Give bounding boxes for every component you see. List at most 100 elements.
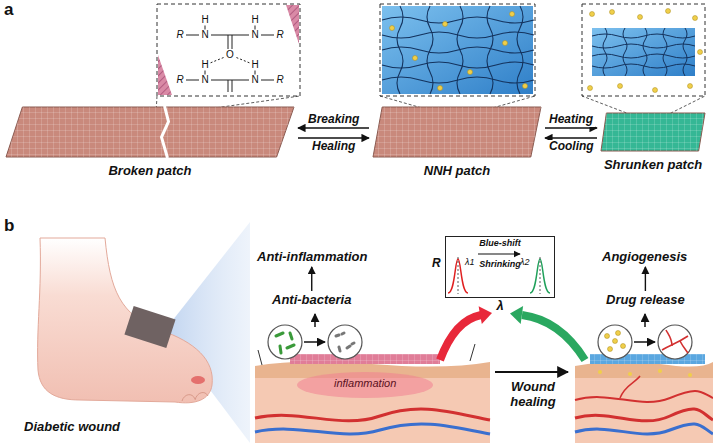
skin-inflamed — [297, 372, 433, 398]
inset-shrunken — [582, 4, 705, 96]
label-holder: N — [201, 74, 208, 86]
inset-broken — [211, 35, 230, 36]
label-holder: Diabetic wound — [24, 420, 120, 435]
magnifier-vessels — [634, 341, 655, 343]
connector-arrow — [645, 267, 646, 291]
patch-node: Shrunken patch — [600, 112, 706, 173]
crack-line — [162, 106, 169, 158]
edge-label: Healing — [310, 140, 357, 154]
inset-network — [438, 86, 443, 91]
edge-label-holder: Cooling — [547, 140, 596, 154]
inset-shrunken — [592, 28, 695, 76]
magnifier-vessels — [613, 339, 618, 344]
foot — [38, 238, 213, 403]
patch-caption: Shrunken patch — [600, 158, 706, 173]
inset-shrunken — [588, 86, 593, 91]
magnifier-bacteria — [328, 325, 362, 359]
magnifier-vessels — [662, 330, 688, 353]
connector-arrow — [298, 137, 369, 138]
label-holder: b — [4, 216, 14, 236]
text-holder: λ2 — [520, 257, 529, 267]
shift-arrow — [478, 253, 520, 254]
patch-grid — [601, 113, 705, 151]
panel-letter: a — [4, 0, 13, 20]
label-holder: inflammation — [334, 377, 396, 390]
skin-inflamed — [255, 409, 490, 421]
light-beam — [165, 222, 250, 443]
inset-network — [382, 17, 534, 23]
magnifier-bacteria — [268, 325, 302, 359]
inset-broken — [255, 71, 256, 75]
inset-shrunken — [610, 10, 615, 15]
edge-label-holder: Healing — [310, 140, 357, 154]
magnifier-bacteria — [304, 341, 325, 343]
skin-healing — [598, 370, 602, 374]
skin-healing — [688, 373, 692, 377]
inset-shrunken — [653, 88, 658, 93]
label-holder: N — [201, 29, 208, 41]
inset-network — [510, 12, 515, 17]
axis-label: λ — [446, 299, 554, 314]
connector-arrow — [545, 127, 597, 128]
inset-shrunken — [588, 9, 703, 93]
skin-inflamed — [470, 344, 475, 361]
inset-broken — [228, 35, 229, 49]
patch-grid — [6, 107, 294, 157]
patch-node: NNH patch — [372, 106, 542, 179]
magnifier-bacteria — [339, 347, 340, 351]
label-holder: a — [4, 0, 13, 20]
foot — [124, 306, 175, 348]
inset-shrunken — [698, 50, 703, 55]
magnifier-vessels — [605, 331, 626, 352]
inset-broken — [211, 57, 225, 63]
inset-shrunken — [638, 15, 643, 20]
effect-label-node: Drug release — [604, 293, 687, 308]
skin-healing — [575, 424, 713, 434]
skin-healing — [628, 372, 632, 376]
label-holder: N — [251, 74, 258, 86]
label-holder: R — [176, 74, 183, 86]
patch-shape — [600, 112, 706, 152]
magnifier-vessels — [644, 314, 646, 327]
label-holder: O — [226, 49, 234, 61]
magnifier-bacteria — [290, 333, 292, 339]
inset-network — [382, 6, 533, 94]
inset-shrunken — [592, 28, 695, 76]
inset-network — [382, 62, 534, 68]
connector-arrow — [311, 267, 312, 291]
magnifier-vessels — [616, 331, 621, 336]
inset-network — [413, 56, 418, 61]
effect-text: Drug release — [606, 293, 685, 308]
skin-healing — [575, 391, 713, 402]
effect-text: Angiogenesis — [602, 250, 687, 265]
magnifier-vessels — [608, 347, 613, 352]
skin-inflamed — [255, 378, 490, 443]
inset-broken — [186, 26, 274, 93]
inset-broken — [286, 5, 299, 44]
skin-inflamed — [255, 424, 490, 434]
label-holder: R — [276, 29, 283, 41]
edge-label: Heating — [547, 113, 595, 127]
skin-inflamed — [255, 344, 490, 443]
inset-network — [380, 4, 535, 96]
inset-shrunken — [683, 28, 687, 76]
signal-arrows — [510, 306, 523, 324]
axis-label: R — [432, 257, 441, 271]
inset-shrunken — [688, 84, 693, 89]
wavelength-label: λ2 — [520, 257, 529, 267]
inset-broken — [186, 80, 199, 81]
inset-broken — [205, 71, 206, 75]
inset-shrunken — [643, 28, 647, 76]
inset-network — [390, 26, 395, 31]
skin-healing — [575, 409, 713, 421]
inset-shrunken — [618, 84, 623, 89]
skin-healing — [620, 376, 640, 398]
text-holder: λ1 — [465, 257, 474, 267]
magnifier-bacteria — [287, 345, 294, 348]
inset-network — [397, 6, 403, 94]
magnifier-bacteria — [336, 333, 354, 351]
wavelength-label: λ1 — [465, 257, 474, 267]
effect-text: Anti-inflammation — [257, 250, 368, 265]
